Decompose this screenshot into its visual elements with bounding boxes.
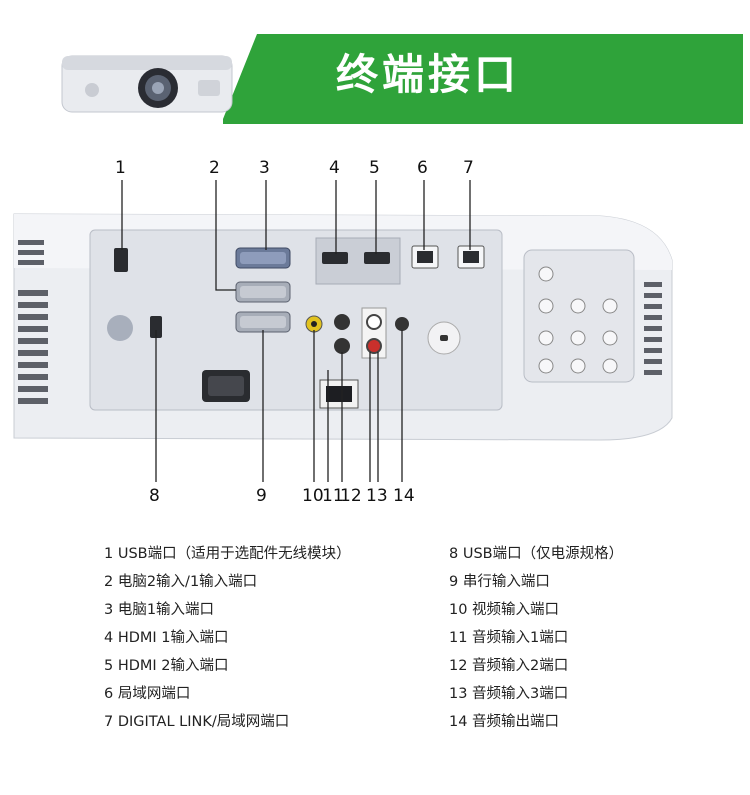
callout-4: 4 <box>329 158 340 178</box>
legend-item: 13 音频输入3端口 <box>449 686 569 702</box>
legend-item: 5 HDMI 2输入端口 <box>104 658 229 674</box>
callout-9: 9 <box>256 486 267 506</box>
callout-14: 14 <box>393 486 415 506</box>
callout-3: 3 <box>259 158 270 178</box>
callout-6: 6 <box>417 158 428 178</box>
callout-13: 13 <box>366 486 388 506</box>
callout-2: 2 <box>209 158 220 178</box>
legend-item: 1 USB端口（适用于选配件无线模块） <box>104 546 351 562</box>
legend-right: 8 USB端口（仅电源规格） 9 串行输入端口 10 视频输入端口 11 音频输… <box>449 540 623 736</box>
legend-item: 10 视频输入端口 <box>449 602 560 618</box>
callout-12: 12 <box>340 486 362 506</box>
legend-item: 6 局域网端口 <box>104 686 191 702</box>
banner-title: 终端接口 <box>336 50 521 99</box>
legend-left: 1 USB端口（适用于选配件无线模块） 2 电脑2输入/1输入端口 3 电脑1输… <box>104 540 351 736</box>
projector-photo <box>61 55 233 113</box>
legend-item: 8 USB端口（仅电源规格） <box>449 546 624 562</box>
legend-item: 9 串行输入端口 <box>449 574 550 590</box>
legend-item: 2 电脑2输入/1输入端口 <box>104 574 258 590</box>
callout-8: 8 <box>149 486 160 506</box>
legend-item: 4 HDMI 1输入端口 <box>104 630 229 646</box>
legend-item: 7 DIGITAL LINK/局域网端口 <box>104 714 290 730</box>
callout-1: 1 <box>115 158 126 178</box>
callout-10: 10 <box>302 486 324 506</box>
callout-7: 7 <box>463 158 474 178</box>
callout-5: 5 <box>369 158 380 178</box>
legend-item: 12 音频输入2端口 <box>449 658 569 674</box>
legend-item: 11 音频输入1端口 <box>449 630 569 646</box>
legend-item: 3 电脑1输入端口 <box>104 602 215 618</box>
callout-11: 11 <box>322 486 344 506</box>
rear-panel-diagram <box>13 180 673 482</box>
legend-item: 14 音频输出端口 <box>449 714 560 730</box>
